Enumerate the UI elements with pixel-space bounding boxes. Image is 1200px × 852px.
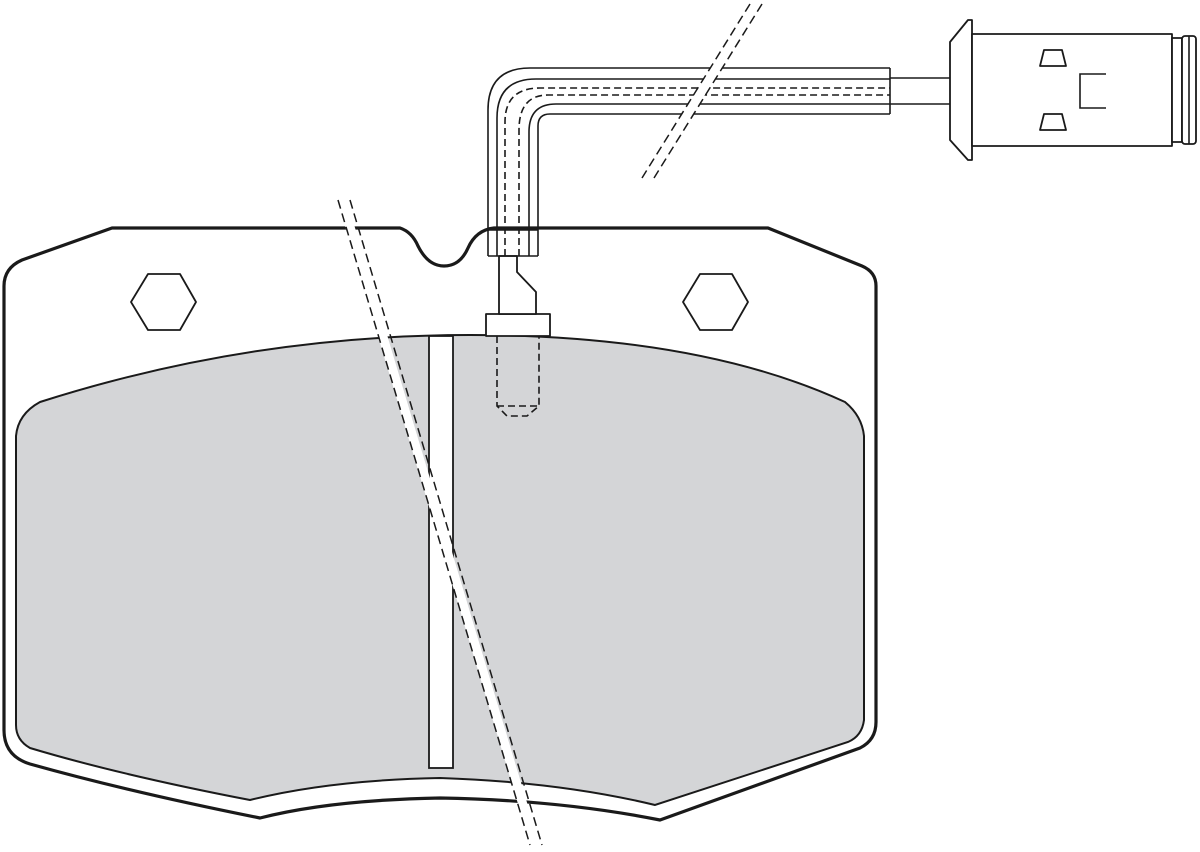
connector-body bbox=[971, 33, 1173, 147]
sensor-wire-conductor bbox=[496, 78, 890, 256]
sensor-connector bbox=[949, 19, 973, 161]
break-line-wire bbox=[641, 1, 763, 181]
mounting-hole-right bbox=[682, 273, 749, 331]
connector-terminal bbox=[1079, 73, 1106, 109]
connector-latch-bottom bbox=[1039, 113, 1067, 131]
break-line-pad bbox=[337, 198, 543, 847]
sensor-wire-sleeve bbox=[487, 67, 890, 256]
sensor-boss bbox=[485, 313, 551, 337]
sensor-pin-hidden bbox=[496, 336, 540, 417]
connector-lead bbox=[890, 77, 950, 105]
connector-latch-top bbox=[1039, 49, 1067, 67]
mounting-hole-left bbox=[130, 273, 197, 331]
